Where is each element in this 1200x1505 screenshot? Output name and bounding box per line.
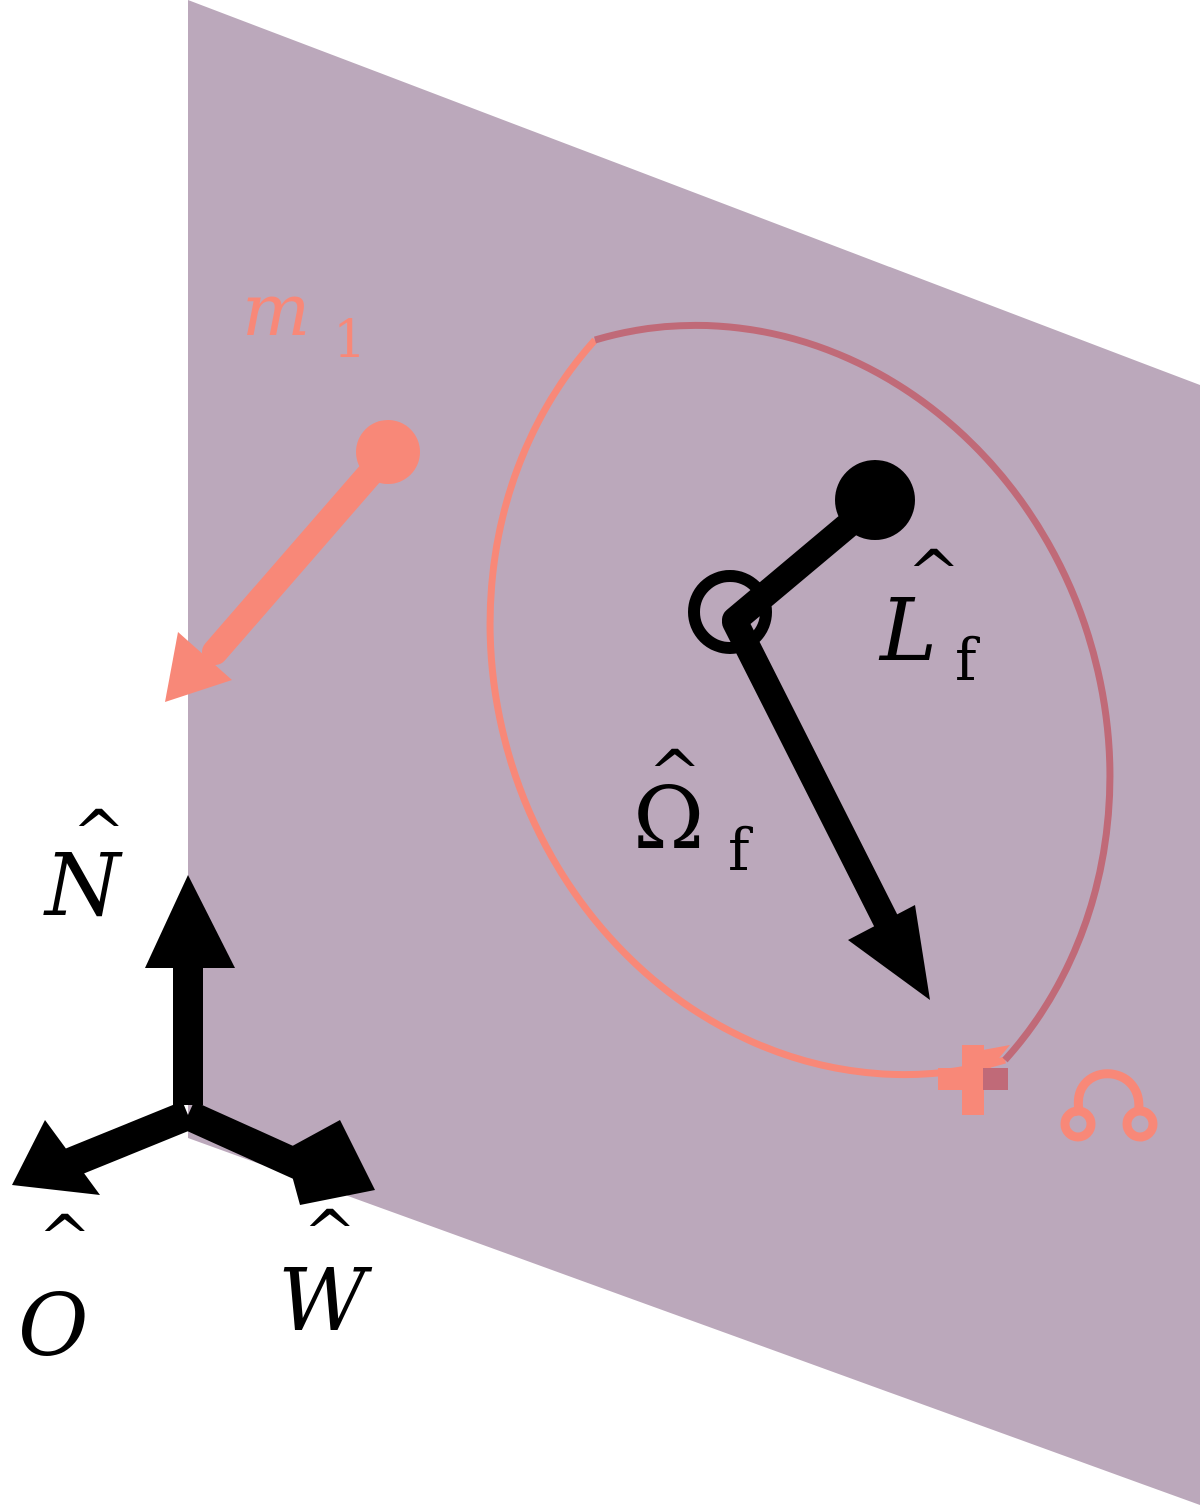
orbital-plane [188,0,1200,1505]
orbit-near-arc [486,337,1006,1079]
spin-axis-ring [688,570,772,654]
label-Omega-sub: f [728,816,753,884]
label-west: ^ W [278,1197,373,1351]
label-spin-axis: ^ Ω f [633,737,753,884]
label-L-hat: ^ [907,537,961,611]
label-angular-momentum: ^ L f [878,537,980,694]
label-O-base: O [18,1276,89,1376]
label-N-hat: ^ [72,797,126,871]
label-N-base: N [43,836,123,936]
body-velocity-arrow [165,440,401,702]
label-Omega-hat: ^ [648,737,702,811]
spin-axis-vector [722,609,930,1000]
label-Omega-base: Ω [633,769,704,869]
label-W-hat: ^ [303,1197,357,1271]
label-L-base: L [878,581,937,681]
compass-axes [12,875,375,1205]
label-m1-base: m [242,268,310,352]
label-observer: ^ O [18,1202,92,1376]
orbit-far-arc [594,321,1114,1063]
label-north: ^ N [43,797,126,936]
label-L-sub: f [955,626,980,694]
label-m1-sub: 1 [333,310,366,370]
body-m1 [356,420,420,484]
label-O-hat: ^ [38,1202,92,1276]
label-W-base: W [278,1251,373,1351]
cross-marker-icon [938,1045,1008,1115]
ascending-node-symbol-icon [1060,1069,1158,1142]
label-m1: m 1 [242,268,366,370]
angular-momentum-vector [722,460,915,633]
